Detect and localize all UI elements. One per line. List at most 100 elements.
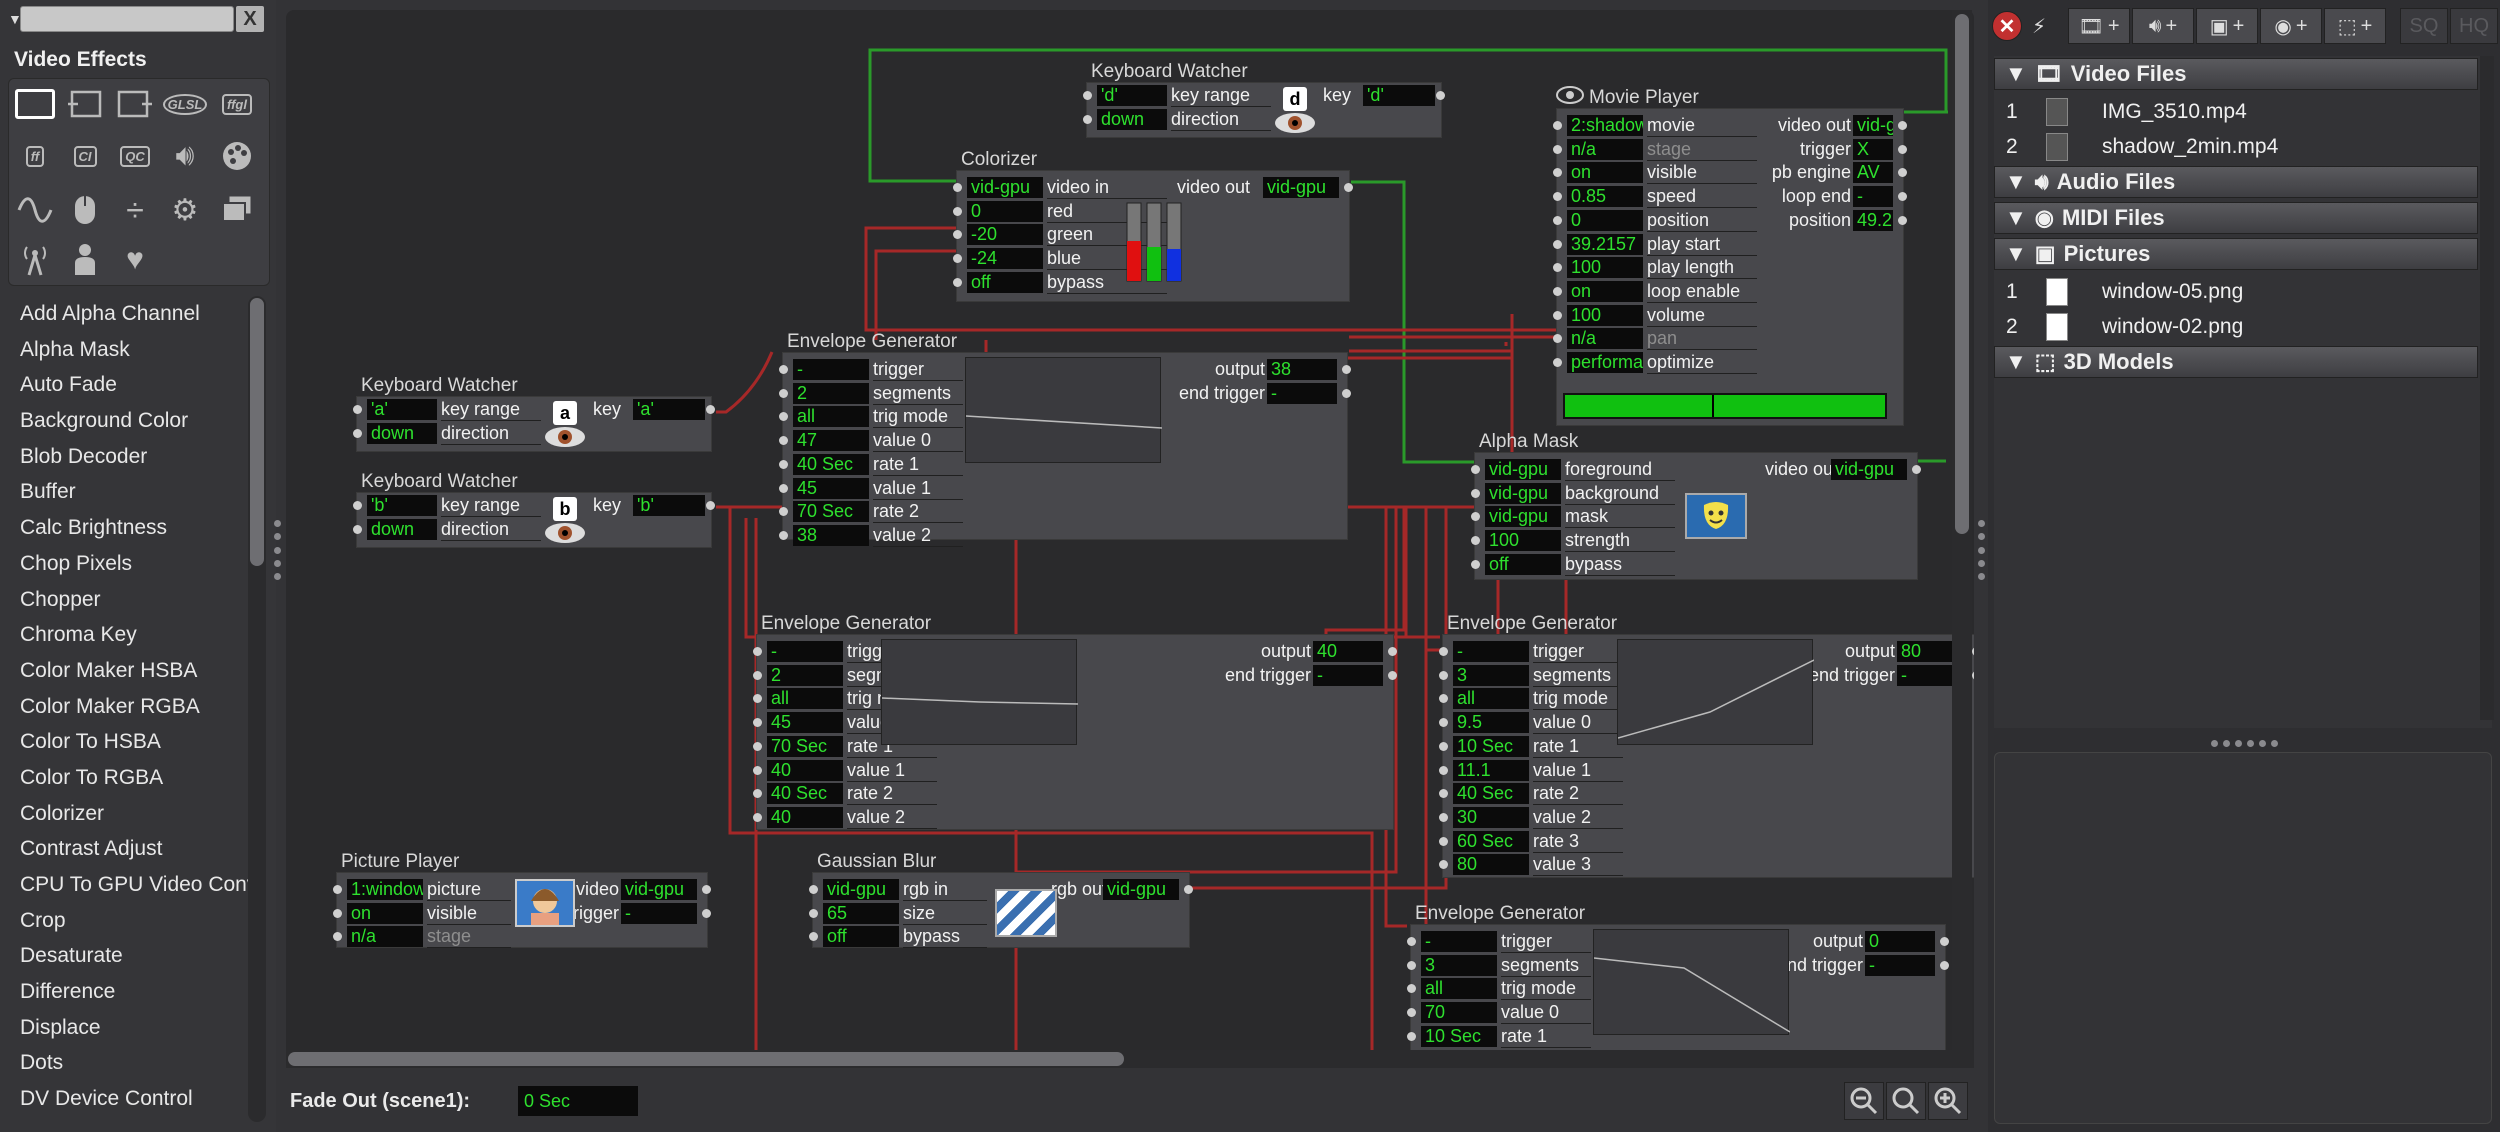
add-stage-button[interactable]: ▣+	[2196, 8, 2258, 44]
input-port[interactable]	[1439, 765, 1448, 775]
ci-category-icon[interactable]: CI	[63, 135, 107, 177]
input-value[interactable]: 3	[1421, 954, 1497, 976]
divide-icon[interactable]: ÷	[126, 191, 144, 228]
antenna-icon[interactable]	[13, 239, 57, 281]
input-value[interactable]: 65	[823, 902, 899, 924]
input-port[interactable]	[753, 741, 762, 751]
output-value[interactable]: -	[1313, 664, 1383, 686]
speaker-icon[interactable]: 🔊︎	[175, 139, 195, 172]
key-output-value[interactable]: 'b'	[633, 495, 705, 516]
direction-value[interactable]: down	[367, 519, 437, 540]
library-item[interactable]: DV Device Control	[20, 1087, 193, 1111]
input-value[interactable]: off	[1485, 553, 1561, 575]
input-port[interactable]	[753, 789, 762, 799]
input-value[interactable]: 100	[1485, 530, 1561, 552]
input-value[interactable]: 0.85	[1567, 186, 1643, 208]
input-port[interactable]	[1407, 960, 1416, 970]
input-port[interactable]	[753, 694, 762, 704]
output-port[interactable]	[1940, 937, 1949, 946]
input-port[interactable]	[1553, 310, 1562, 320]
input-port[interactable]	[753, 765, 762, 775]
input-port[interactable]	[1471, 536, 1480, 546]
input-value[interactable]: on	[1567, 280, 1643, 302]
input-port[interactable]	[1471, 488, 1480, 498]
output-value[interactable]: 0	[1865, 931, 1935, 952]
input-port[interactable]	[1407, 1031, 1416, 1041]
library-item[interactable]: Alpha Mask	[20, 337, 130, 361]
input-port[interactable]	[353, 405, 362, 414]
audio-files-section[interactable]: ▼🔊︎Audio Files	[1994, 166, 2478, 198]
library-item[interactable]: Crop	[20, 908, 66, 932]
canvas-vertical-scrollbar[interactable]	[1952, 10, 1972, 1050]
input-port[interactable]	[1553, 239, 1562, 249]
input-value[interactable]: 10 Sec	[1453, 735, 1529, 757]
input-port[interactable]	[1553, 334, 1562, 344]
ff-category-icon[interactable]: ff	[13, 135, 57, 177]
output-value[interactable]: -	[1853, 186, 1893, 208]
input-port[interactable]	[1439, 812, 1448, 822]
output-value[interactable]: vid-gpu	[1853, 115, 1893, 136]
input-port[interactable]	[1439, 718, 1448, 728]
output-port[interactable]	[1342, 388, 1351, 398]
input-value[interactable]: 70 Sec	[793, 501, 869, 523]
gear-icon[interactable]: ⚙	[171, 193, 199, 227]
sq-button[interactable]: SQ	[2400, 8, 2448, 44]
output-port[interactable]	[1388, 647, 1397, 656]
output-port[interactable]	[1388, 670, 1397, 680]
input-value[interactable]: 2	[767, 664, 843, 686]
input-value[interactable]: all	[767, 688, 843, 710]
input-value[interactable]: 80	[1453, 854, 1529, 876]
output-port[interactable]	[1940, 960, 1949, 970]
input-value[interactable]: on	[1567, 162, 1643, 184]
library-scrollbar[interactable]	[248, 296, 266, 1122]
wave-icon[interactable]	[13, 189, 57, 231]
input-port[interactable]	[953, 206, 962, 216]
input-value[interactable]: -	[1421, 931, 1497, 952]
output-port[interactable]	[1898, 121, 1907, 130]
input-value[interactable]: vid-gpu	[1485, 506, 1561, 528]
output-value[interactable]: -	[1865, 954, 1935, 976]
output-value[interactable]: vid-gpu	[621, 879, 697, 900]
output-port[interactable]	[1898, 144, 1907, 154]
input-value[interactable]: 40 Sec	[767, 783, 843, 805]
input-port[interactable]	[1439, 836, 1448, 846]
input-value[interactable]: on	[347, 902, 423, 924]
qc-category-icon[interactable]: QC	[113, 135, 157, 177]
output-value[interactable]: X	[1853, 138, 1893, 160]
input-value[interactable]: 0	[1567, 209, 1643, 231]
cords-toggle-icon[interactable]: ⚡︎	[2031, 15, 2047, 38]
direction-value[interactable]: down	[1097, 109, 1167, 130]
video-files-section[interactable]: ▼🎞︎Video Files	[1994, 58, 2478, 90]
input-port[interactable]	[809, 932, 818, 942]
library-item[interactable]: Contrast Adjust	[20, 837, 163, 861]
input-port[interactable]	[1553, 263, 1562, 273]
input-port[interactable]	[779, 507, 788, 517]
library-item[interactable]: Calc Brightness	[20, 516, 168, 540]
input-port[interactable]	[953, 254, 962, 264]
output-value[interactable]: -	[621, 902, 697, 924]
input-port[interactable]	[1439, 694, 1448, 704]
library-item[interactable]: Color Maker RGBA	[20, 694, 200, 718]
library-item[interactable]: Blob Decoder	[20, 444, 148, 468]
input-port[interactable]	[333, 885, 342, 894]
input-port[interactable]	[1439, 647, 1448, 656]
input-value[interactable]: 2:shadow_2min.mp4	[1567, 115, 1643, 136]
output-port[interactable]	[706, 405, 715, 414]
input-value[interactable]: vid-gpu	[1485, 459, 1561, 480]
canvas-hscroll-thumb[interactable]	[288, 1052, 1124, 1066]
input-value[interactable]: all	[1421, 978, 1497, 1000]
input-value[interactable]: 47	[793, 430, 869, 452]
input-value[interactable]: 100	[1567, 257, 1643, 279]
input-port[interactable]	[353, 525, 362, 534]
zoom-reset-button[interactable]	[1886, 1082, 1926, 1120]
input-port[interactable]	[779, 459, 788, 469]
library-item[interactable]: Desaturate	[20, 944, 123, 968]
library-item[interactable]: Color Maker HSBA	[20, 658, 198, 682]
